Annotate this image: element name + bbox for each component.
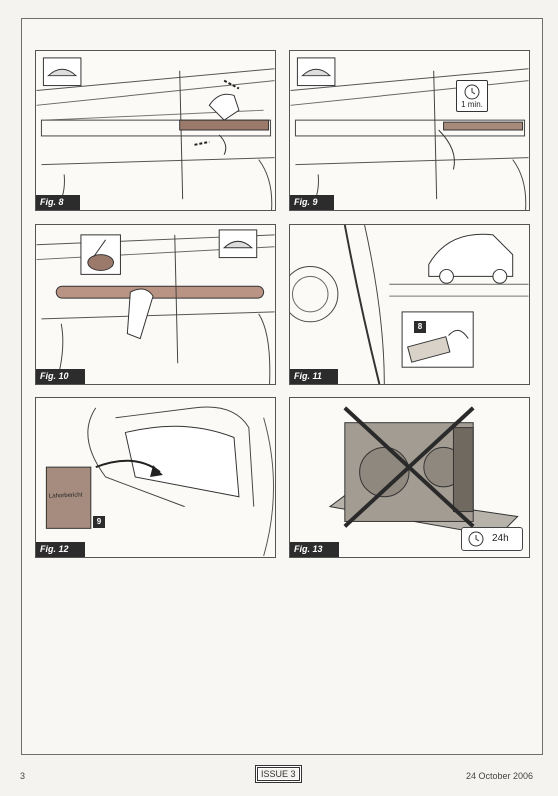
copyright-clock-icon: [468, 531, 484, 547]
issue-badge: ISSUE 3: [255, 765, 302, 783]
timer-badge: 1 min.: [456, 80, 488, 112]
figure-label: Fig. 10: [36, 369, 85, 384]
fig12-glovebox-illustration: [45, 406, 275, 557]
figure-label: Fig. 9: [290, 195, 334, 210]
fig11-door-frame-illustration: [290, 225, 529, 384]
issue-date: 24 October 2006: [466, 771, 534, 781]
figure-9: 1 min. Fig. 9: [289, 50, 530, 211]
figure-10: Fig. 10: [35, 224, 276, 385]
time-badge: 24h: [461, 527, 523, 551]
figure-label: Fig. 8: [36, 195, 80, 210]
fig13-car-wash-illustration: [328, 406, 519, 537]
timer-text: 1 min.: [461, 100, 483, 109]
figure-12: Lahorbericht 9 Fig. 12: [35, 397, 276, 558]
step-tag: 8: [414, 321, 426, 333]
figure-8: Fig. 8: [35, 50, 276, 211]
fig10-car-door-illustration: [36, 229, 275, 384]
step-tag: 9: [93, 516, 105, 528]
fig9-car-door-illustration: [290, 57, 529, 210]
figure-13: 24h Fig. 13: [289, 397, 530, 558]
figure-11: 8 Fig. 11: [289, 224, 530, 385]
figure-label: Fig. 13: [290, 542, 339, 557]
figure-label: Fig. 12: [36, 542, 85, 557]
fig8-car-door-illustration: [36, 57, 275, 210]
page-number: 3: [20, 771, 26, 781]
time-text: 24h: [492, 533, 509, 544]
clock-icon: [464, 84, 480, 100]
book-title: Lahorbericht: [48, 492, 83, 500]
figure-label: Fig. 11: [290, 369, 338, 384]
